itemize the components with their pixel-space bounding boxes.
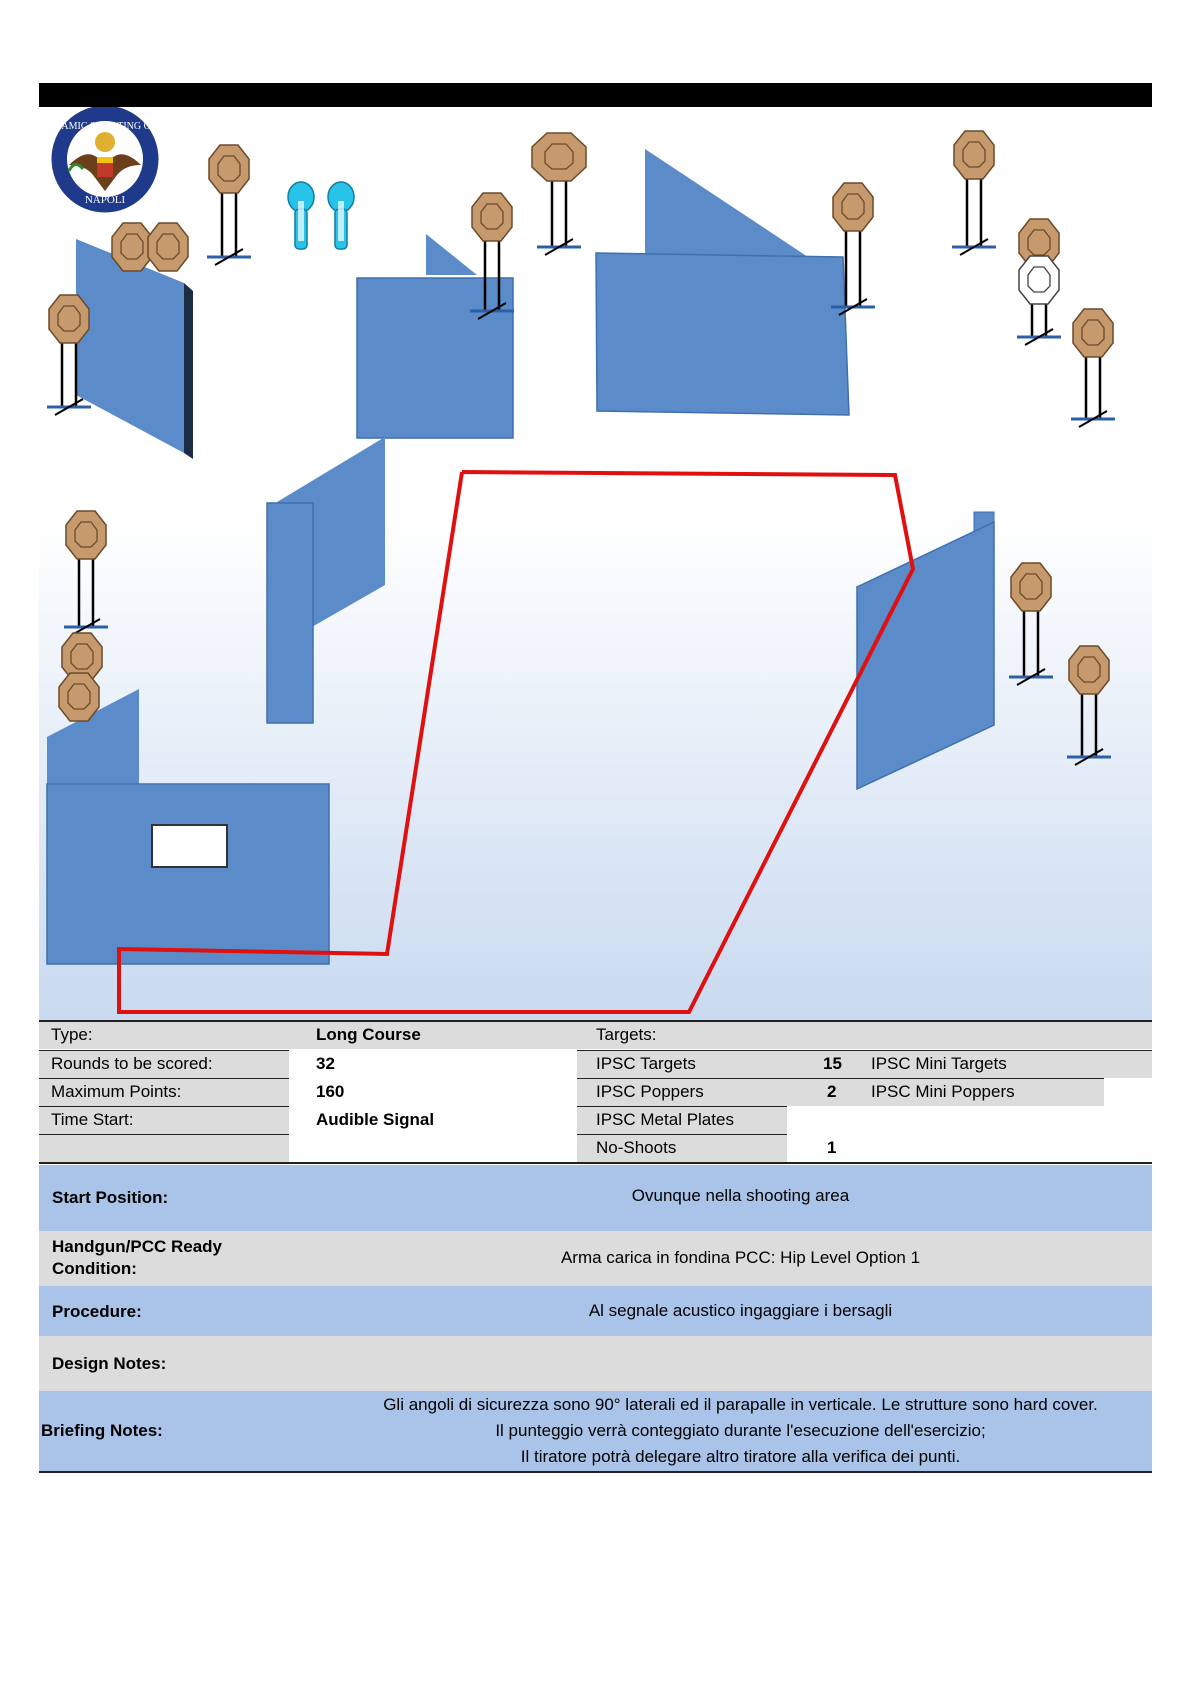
targets-header: Targets: xyxy=(596,1025,657,1044)
target-8 xyxy=(950,130,998,257)
ipsc-targets-count: 15 xyxy=(823,1054,842,1073)
port-window xyxy=(151,824,228,868)
stage-drawing: DYNAMIC SHOOTING CLUB NAPOLI xyxy=(40,107,1117,1014)
ipsc-mini-targets-label: IPSC Mini Targets xyxy=(871,1054,1007,1073)
briefing-line-2: Il punteggio verrà conteggiato durante l… xyxy=(495,1421,986,1440)
popper-2 xyxy=(327,181,355,250)
procedure-value: Al segnale acustico ingaggiare i bersagl… xyxy=(588,1301,893,1320)
wall-top-right-back xyxy=(645,149,808,257)
no-shoot-target xyxy=(1018,255,1060,305)
procedure-label: Procedure: xyxy=(52,1302,142,1321)
wall-top-center xyxy=(356,277,514,439)
logo-ring-top: DYNAMIC SHOOTING CLUB xyxy=(40,121,171,132)
row-type xyxy=(39,1022,1152,1049)
target-15 xyxy=(1065,645,1113,767)
start-position-value: Ovunque nella shooting area xyxy=(631,1186,850,1205)
ready-condition-row: Handgun/PCC Ready Condition: Arma carica… xyxy=(39,1231,1152,1286)
design-notes-label: Design Notes: xyxy=(52,1354,167,1373)
ready-label-1: Handgun/PCC Ready xyxy=(52,1237,223,1256)
start-label: Time Start: xyxy=(51,1110,134,1129)
ipsc-targets-label: IPSC Targets xyxy=(596,1054,696,1073)
no-shoots-count: 1 xyxy=(827,1138,837,1157)
start-position-label: Start Position: xyxy=(52,1188,169,1207)
type-label: Type: xyxy=(51,1025,93,1044)
target-14 xyxy=(1007,562,1055,687)
shooting-area-boundary xyxy=(117,470,916,1014)
rounds-label: Rounds to be scored: xyxy=(51,1054,213,1073)
type-value: Long Course xyxy=(316,1025,421,1044)
target-13 xyxy=(58,672,100,722)
ipsc-poppers-count: 2 xyxy=(827,1082,837,1101)
ready-value: Arma carica in fondina PCC: Hip Level Op… xyxy=(560,1248,921,1267)
club-logo: DYNAMIC SHOOTING CLUB NAPOLI xyxy=(40,107,171,216)
start-position-row: Start Position: Ovunque nella shooting a… xyxy=(39,1165,1152,1231)
metal-plates-label: IPSC Metal Plates xyxy=(596,1110,734,1129)
ipsc-poppers-label: IPSC Poppers xyxy=(596,1082,704,1101)
logo-ring-bottom: NAPOLI xyxy=(85,194,126,206)
stage-diagram: DYNAMIC SHOOTING CLUB NAPOLI xyxy=(39,107,1152,1020)
points-label: Maximum Points: xyxy=(51,1082,182,1101)
target-3 xyxy=(147,222,189,272)
wall-bottom-left xyxy=(46,783,330,965)
design-notes-row: Design Notes: xyxy=(39,1336,1152,1391)
popper-1 xyxy=(287,181,315,250)
rounds-value: 32 xyxy=(316,1054,335,1073)
ipsc-mini-poppers-label: IPSC Mini Poppers xyxy=(871,1082,1015,1101)
briefing-line-1: Gli angoli di sicurezza sono 90° lateral… xyxy=(383,1395,1098,1414)
wall-mid-right xyxy=(856,520,995,791)
procedure-row: Procedure: Al segnale acustico ingaggiar… xyxy=(39,1286,1152,1336)
briefing-line-3: Il tiratore potrà delegare altro tirator… xyxy=(520,1447,961,1466)
no-shoots-label: No-Shoots xyxy=(596,1138,677,1157)
briefing-notes-row: Briefing Notes: Gli angoli di sicurezza … xyxy=(39,1391,1152,1471)
wall-top-center-back xyxy=(426,234,477,275)
wall-top-left xyxy=(76,239,184,453)
target-1 xyxy=(205,144,253,267)
target-11 xyxy=(62,510,110,637)
target-6 xyxy=(531,132,587,257)
header-bar xyxy=(39,83,1152,107)
target-10 xyxy=(1069,308,1117,429)
ready-label-2: Condition: xyxy=(52,1259,137,1278)
target-2 xyxy=(111,222,153,272)
wall-top-right xyxy=(595,252,850,416)
points-value: 160 xyxy=(316,1082,345,1101)
start-value: Audible Signal xyxy=(316,1110,435,1129)
briefing-notes-label: Briefing Notes: xyxy=(41,1421,163,1440)
wall-mid-left xyxy=(266,502,314,724)
